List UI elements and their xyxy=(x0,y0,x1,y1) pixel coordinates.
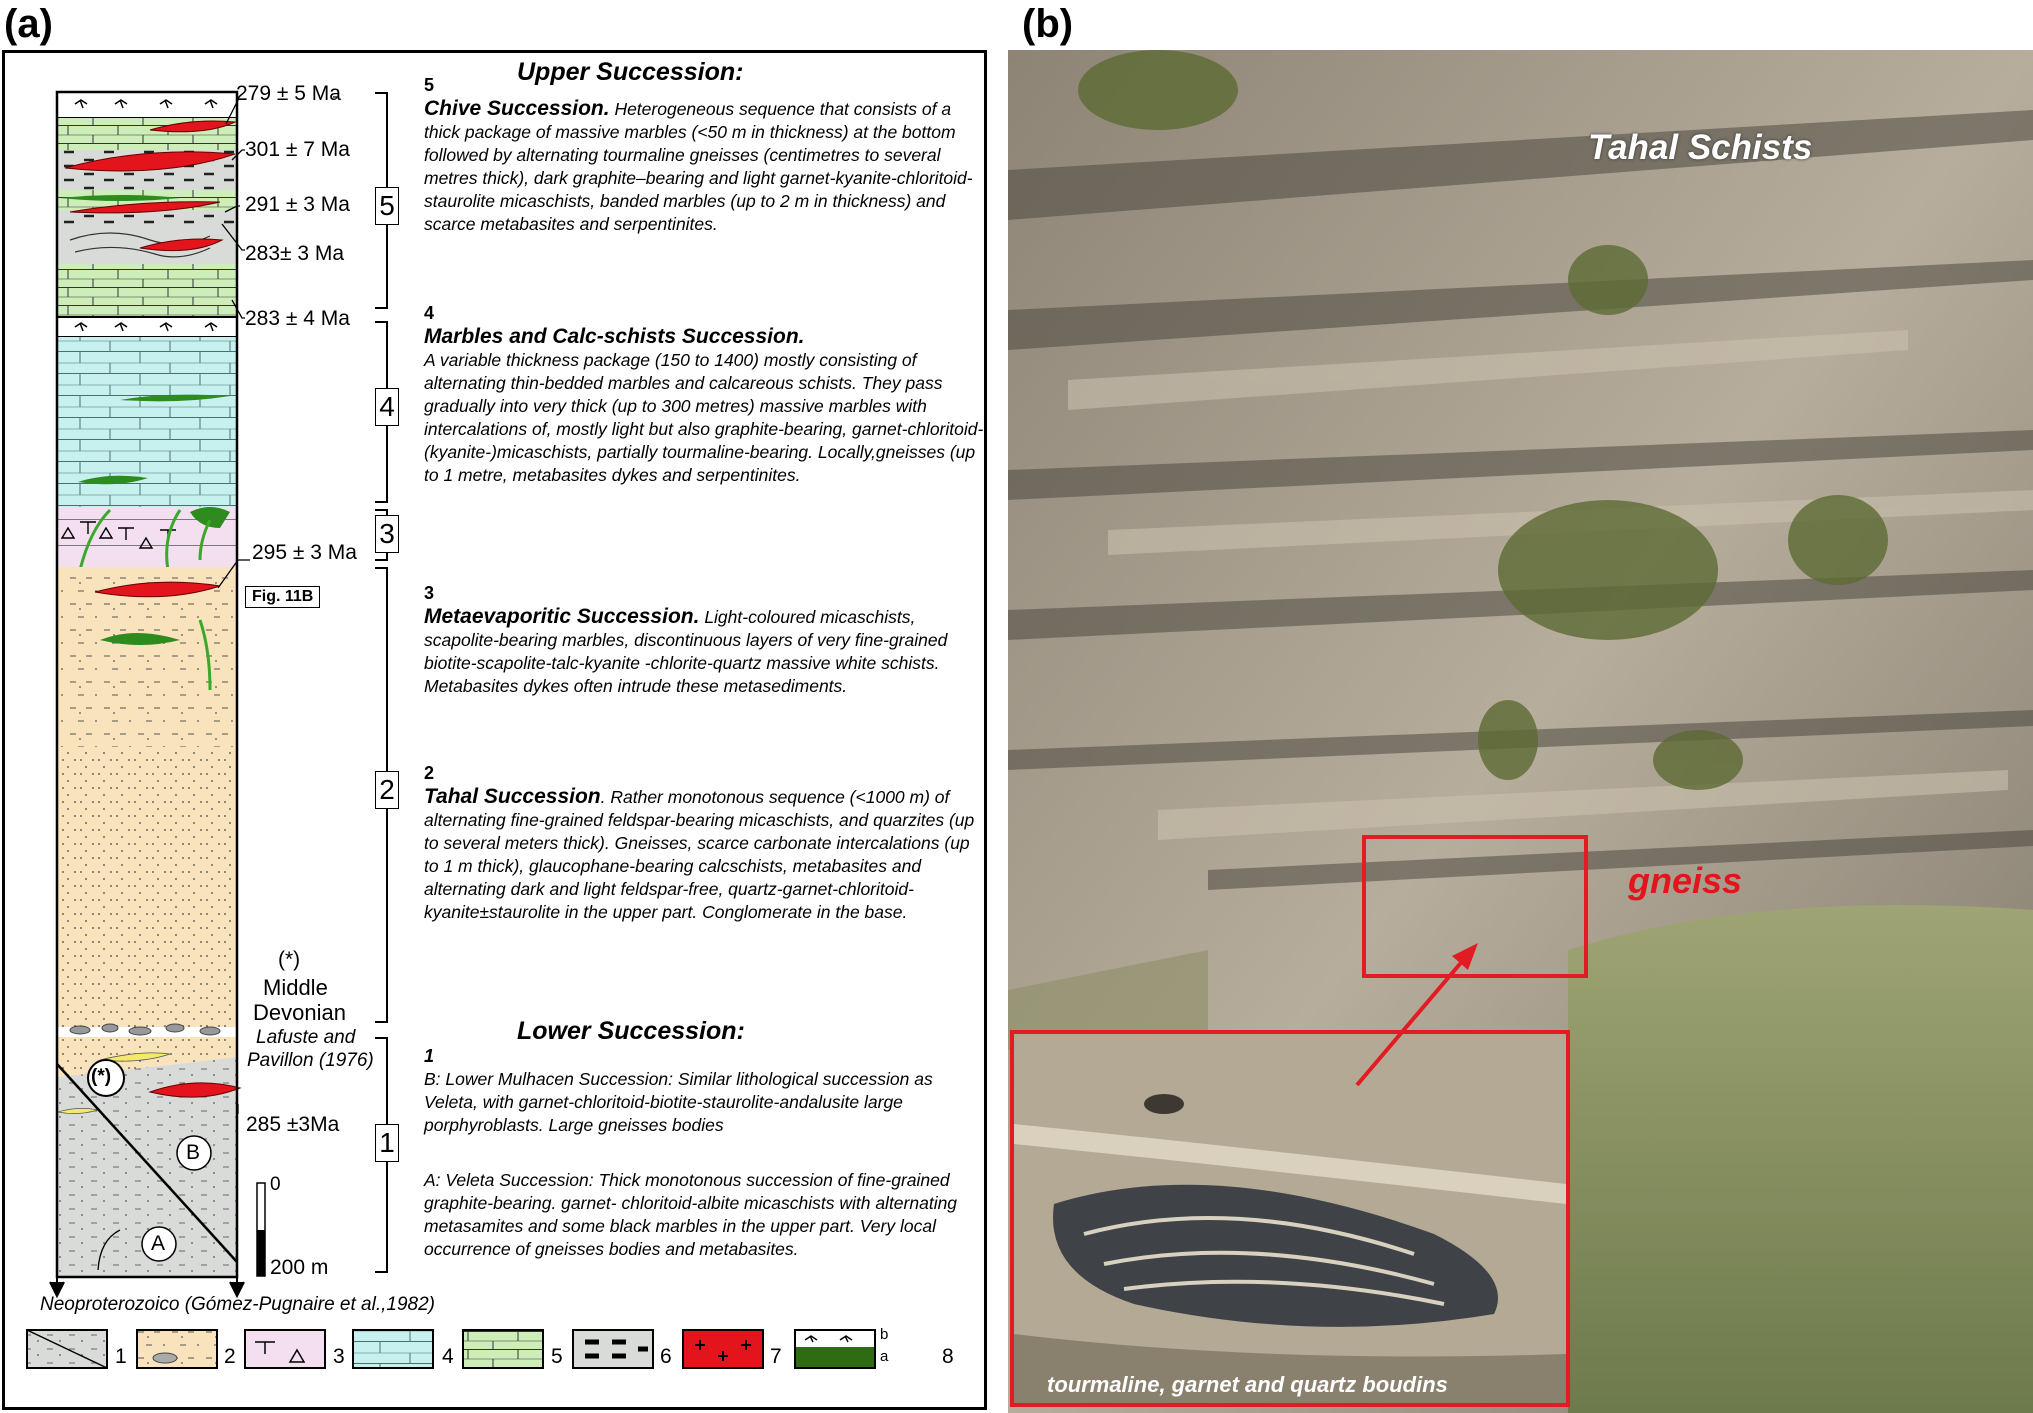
pointer-arrow xyxy=(0,0,2033,1413)
